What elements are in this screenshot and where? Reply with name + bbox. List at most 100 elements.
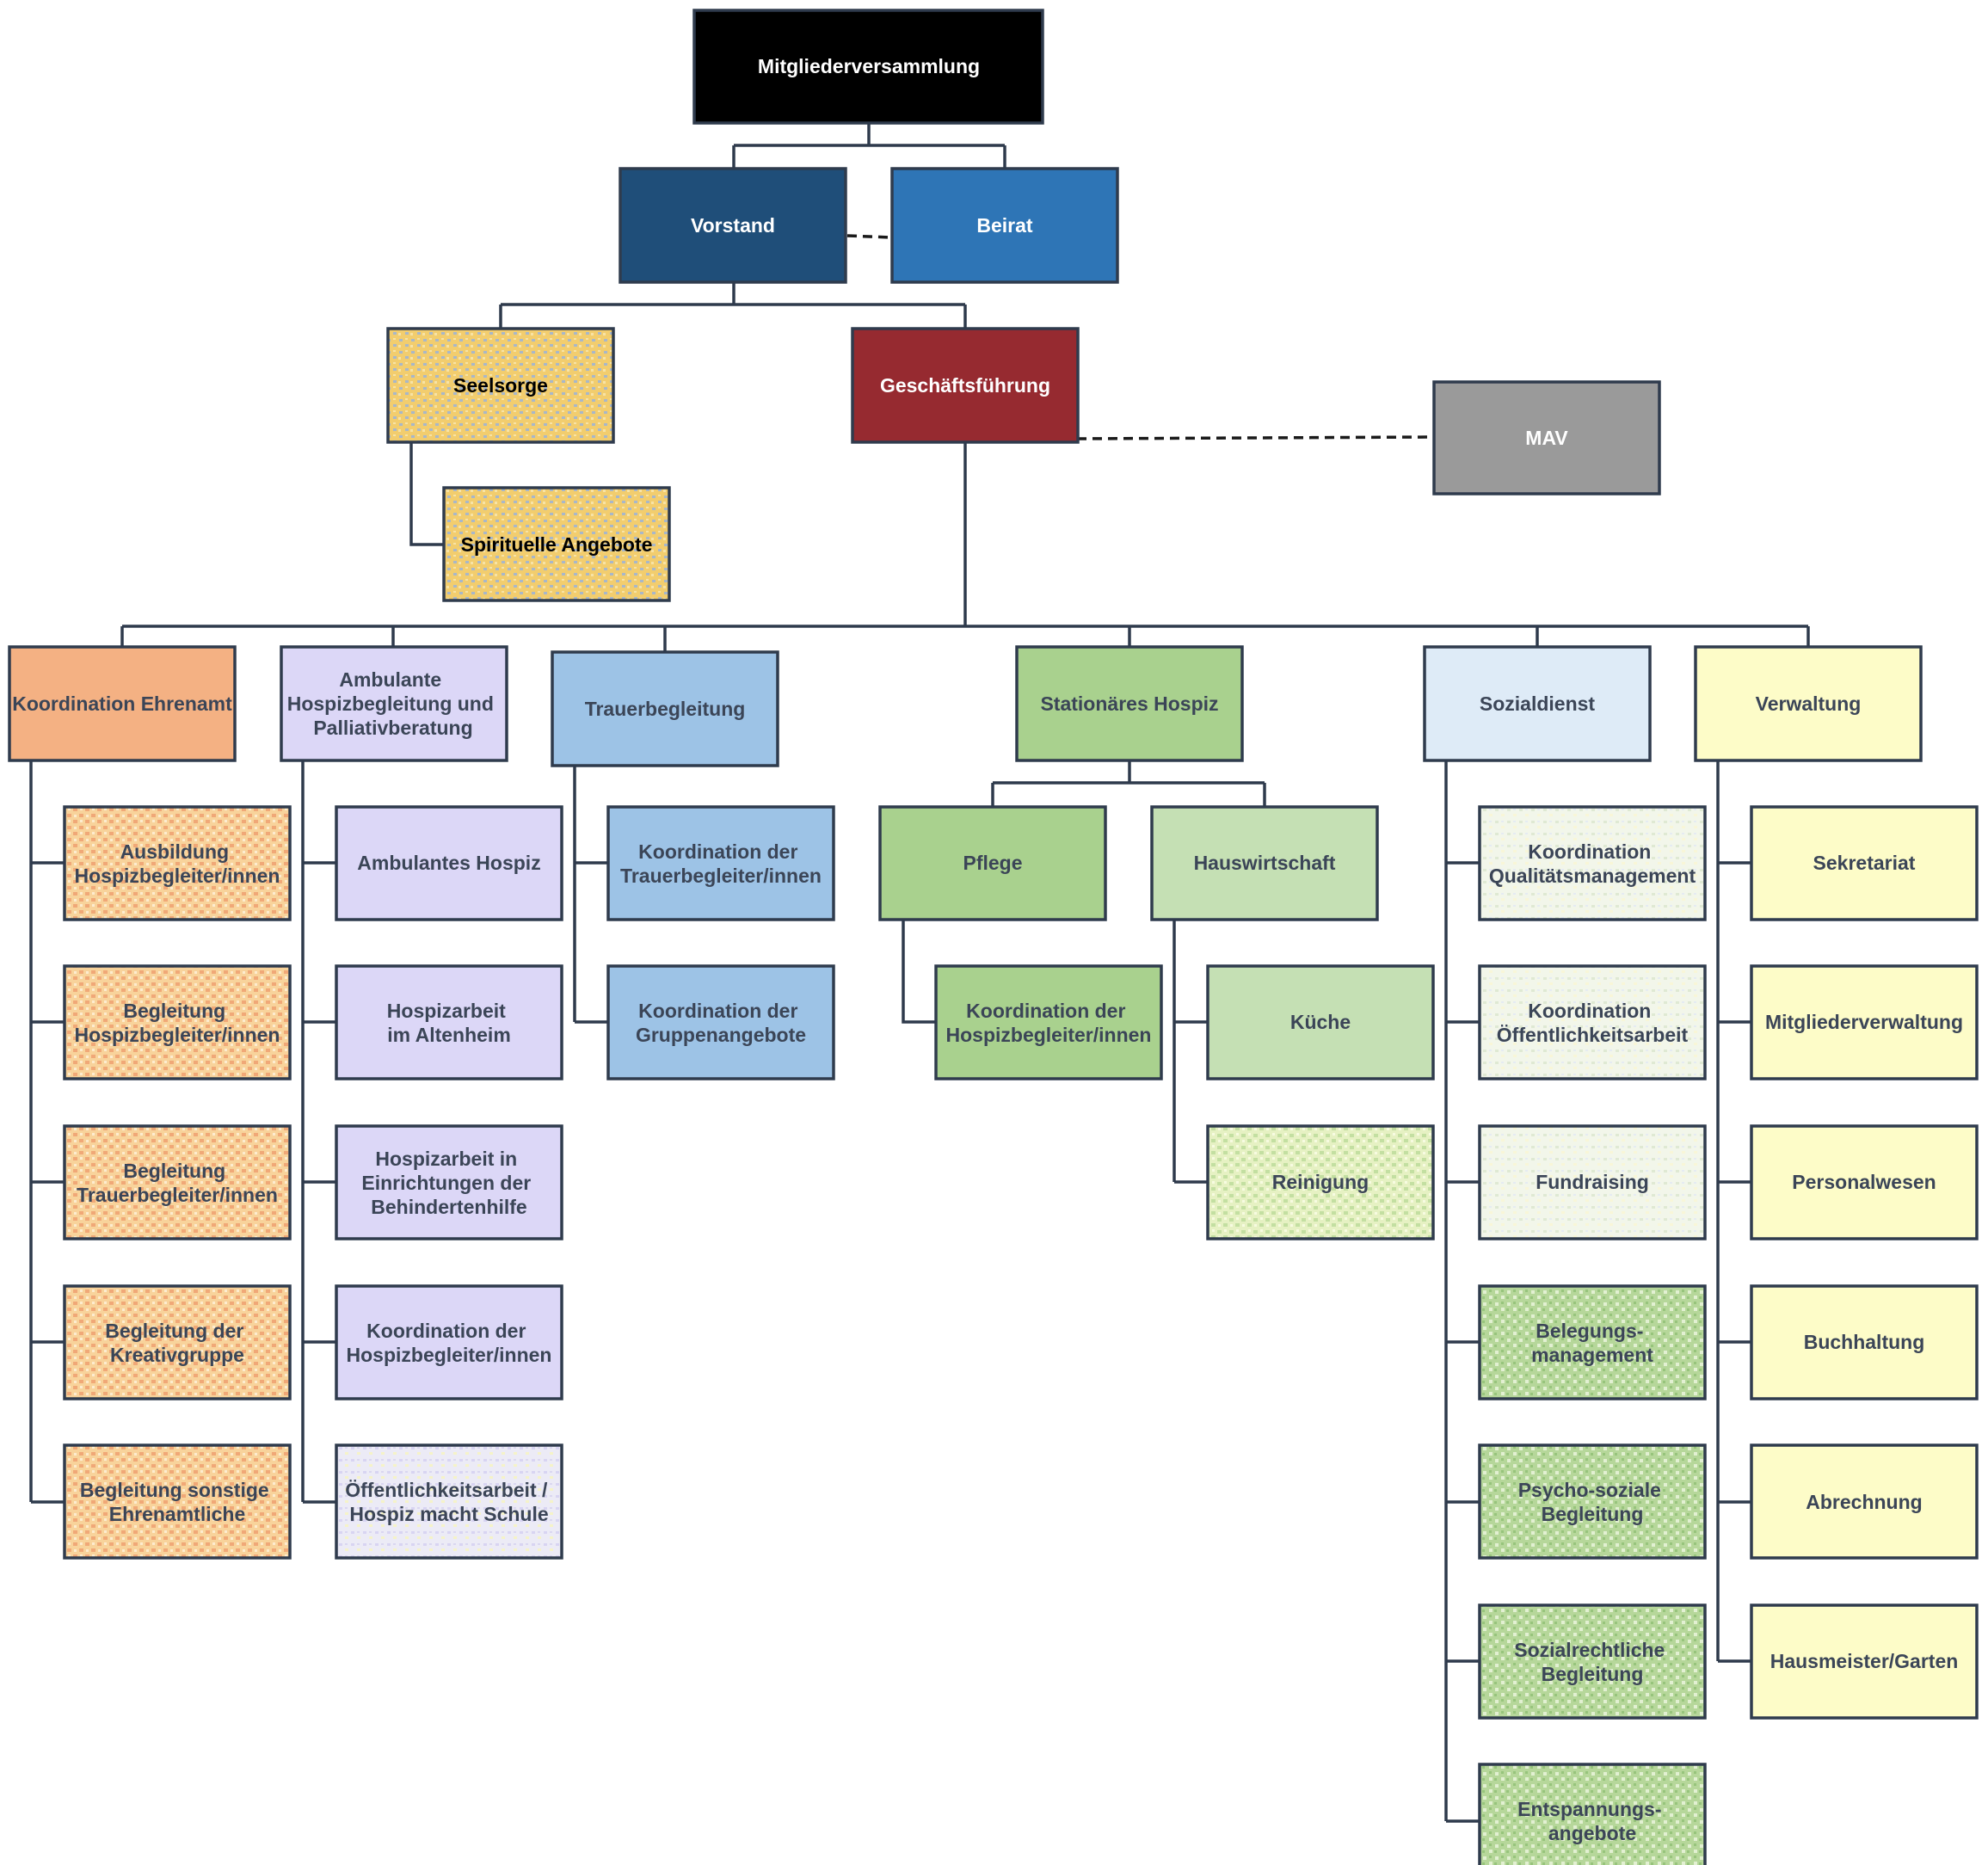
- label-line: Begleitung der: [105, 1320, 243, 1342]
- node-geschaeftsfuehrung: Geschäftsführung: [851, 327, 1080, 444]
- node-pflege: Pflege: [878, 805, 1107, 921]
- node-label: Begleitung der Kreativgruppe: [105, 1320, 249, 1366]
- label-line: Ehrenamtliche: [109, 1503, 246, 1525]
- label-line: Begleitung: [1542, 1663, 1644, 1685]
- node-label: Hospizarbeit in Einrichtungen der Behind…: [361, 1148, 536, 1218]
- node-koordination-qualitaetsmanagement: Koordination Qualitätsmanagement: [1478, 805, 1707, 921]
- label-line: Begleitung sonstige: [80, 1479, 269, 1501]
- node-label: Psycho-soziale Begleitung: [1518, 1479, 1667, 1525]
- label-line: Trauerbegleiter/innen: [620, 865, 822, 887]
- node-mav: MAV: [1432, 380, 1661, 495]
- node-label: Begleitung Trauerbegleiter/innen: [77, 1160, 278, 1206]
- node-label: Sozialdienst: [1480, 692, 1596, 715]
- label-line: Koordination der: [366, 1320, 526, 1342]
- label-line: Hospizbegleiter/innen: [946, 1024, 1152, 1046]
- node-label: Begleitung sonstige Ehrenamtliche: [80, 1479, 274, 1525]
- node-label: Koordination Qualitätsmanagement: [1489, 840, 1696, 887]
- node-begleitung-hospizbegleiter: Begleitung Hospizbegleiter/innen: [63, 964, 292, 1080]
- node-label: Abrechnung: [1806, 1491, 1922, 1513]
- label-line: Koordination: [1528, 840, 1651, 863]
- node-label: Spirituelle Angebote: [461, 533, 653, 556]
- node-begleitung-sonstige-ehrenamtliche: Begleitung sonstige Ehrenamtliche: [63, 1443, 292, 1560]
- node-koordination-hospizbegleiter-stationaer: Koordination der Hospizbegleiter/innen: [934, 964, 1163, 1080]
- label-line: Hospizbegleiter/innen: [75, 865, 280, 887]
- node-begleitung-kreativgruppe: Begleitung der Kreativgruppe: [63, 1284, 292, 1400]
- node-oeffentlichkeitsarbeit-schule: Öffentlichkeitsarbeit / Hospiz macht Sch…: [335, 1443, 563, 1560]
- node-belegungsmanagement: Belegungs- management: [1478, 1284, 1707, 1400]
- node-label: Koordination Ehrenamt: [12, 692, 232, 715]
- label-line: Qualitätsmanagement: [1489, 865, 1696, 887]
- label-line: Behindertenhilfe: [371, 1196, 526, 1218]
- label-line: Hospizbegleitung und: [287, 692, 494, 715]
- node-hospizarbeit-behindertenhilfe: Hospizarbeit in Einrichtungen der Behind…: [335, 1124, 563, 1240]
- label-line: Koordination der: [638, 1000, 797, 1022]
- label-line: Begleitung: [123, 1160, 225, 1182]
- label-line: Entspannungs-: [1517, 1798, 1661, 1820]
- node-stationaeres-hospiz: Stationäres Hospiz: [1015, 645, 1244, 762]
- node-label: Beirat: [976, 214, 1033, 237]
- node-label: Koordination der Hospizbegleiter/innen: [946, 1000, 1152, 1046]
- node-label: Küche: [1290, 1011, 1351, 1033]
- label-line: Kreativgruppe: [110, 1344, 244, 1366]
- node-verwaltung: Verwaltung: [1694, 645, 1923, 762]
- node-label: Begleitung Hospizbegleiter/innen: [75, 1000, 280, 1046]
- label-line: Psycho-soziale: [1518, 1479, 1661, 1501]
- connectors: [29, 123, 1810, 1823]
- label-line: Begleitung: [123, 1000, 225, 1022]
- node-label: Verwaltung: [1756, 692, 1862, 715]
- node-reinigung: Reinigung: [1206, 1124, 1435, 1240]
- node-abrechnung: Abrechnung: [1750, 1443, 1979, 1560]
- label-line: management: [1531, 1344, 1653, 1366]
- node-buchhaltung: Buchhaltung: [1750, 1284, 1979, 1400]
- label-line: Hospizarbeit: [387, 1000, 506, 1022]
- node-label: Hausmeister/Garten: [1770, 1650, 1959, 1672]
- node-label: Koordination der Gruppenangebote: [636, 1000, 806, 1046]
- node-label: Ambulante Hospizbegleitung und Palliativ…: [287, 668, 500, 739]
- node-koordination-ehrenamt: Koordination Ehrenamt: [8, 645, 237, 762]
- node-label: Pflege: [963, 852, 1022, 874]
- node-label: Belegungs- management: [1531, 1320, 1653, 1366]
- label-line: Koordination der: [638, 840, 797, 863]
- node-hauswirtschaft: Hauswirtschaft: [1150, 805, 1379, 921]
- node-beirat: Beirat: [890, 167, 1119, 284]
- node-sozialrechtliche-begleitung: Sozialrechtliche Begleitung: [1478, 1603, 1707, 1720]
- node-trauerbegleitung: Trauerbegleitung: [551, 650, 779, 767]
- node-label: Hospizarbeit im Altenheim: [387, 1000, 511, 1046]
- node-label: Koordination der Hospizbegleiter/innen: [347, 1320, 552, 1366]
- node-label: Koordination der Trauerbegleiter/innen: [620, 840, 822, 887]
- label-line: Öffentlichkeitsarbeit /: [345, 1479, 548, 1501]
- node-ausbildung-hospizbegleiter: Ausbildung Hospizbegleiter/innen: [63, 805, 292, 921]
- node-sekretariat: Sekretariat: [1750, 805, 1979, 921]
- node-kueche: Küche: [1206, 964, 1435, 1080]
- node-fundraising: Fundraising: [1478, 1124, 1707, 1240]
- node-ambulantes-hospiz: Ambulantes Hospiz: [335, 805, 563, 921]
- label-line: Ambulante: [339, 668, 441, 691]
- node-label: MAV: [1525, 427, 1568, 449]
- node-label: Öffentlichkeitsarbeit / Hospiz macht Sch…: [345, 1479, 553, 1525]
- node-label: Sozialrechtliche Begleitung: [1514, 1639, 1671, 1685]
- node-entspannungsangebote: Entspannungs- angebote: [1478, 1763, 1707, 1865]
- node-label: Stationäres Hospiz: [1040, 692, 1218, 715]
- node-hospizarbeit-altenheim: Hospizarbeit im Altenheim: [335, 964, 563, 1080]
- label-line: Hospizarbeit in: [375, 1148, 517, 1170]
- node-label: Koordination Öffentlichkeitsarbeit: [1497, 1000, 1689, 1046]
- node-label: Vorstand: [691, 214, 775, 237]
- label-line: im Altenheim: [387, 1024, 511, 1046]
- label-line: Ausbildung: [120, 840, 229, 863]
- node-label: Mitgliederversammlung: [758, 55, 980, 77]
- label-line: Trauerbegleiter/innen: [77, 1184, 278, 1206]
- node-psycho-soziale-begleitung: Psycho-soziale Begleitung: [1478, 1443, 1707, 1560]
- node-koordination-hospizbegleiter-ambulant: Koordination der Hospizbegleiter/innen: [335, 1284, 563, 1400]
- node-label: Ambulantes Hospiz: [357, 852, 540, 874]
- label-line: Koordination der: [966, 1000, 1125, 1022]
- node-sozialdienst: Sozialdienst: [1423, 645, 1652, 762]
- node-label: Entspannungs- angebote: [1517, 1798, 1667, 1844]
- label-line: Belegungs-: [1536, 1320, 1643, 1342]
- label-line: Einrichtungen der: [361, 1172, 531, 1194]
- label-line: Begleitung: [1542, 1503, 1644, 1525]
- label-line: Palliativberatung: [313, 717, 472, 739]
- node-label: Mitgliederverwaltung: [1765, 1011, 1963, 1033]
- node-label: Fundraising: [1536, 1171, 1649, 1193]
- node-label: Geschäftsführung: [880, 374, 1050, 397]
